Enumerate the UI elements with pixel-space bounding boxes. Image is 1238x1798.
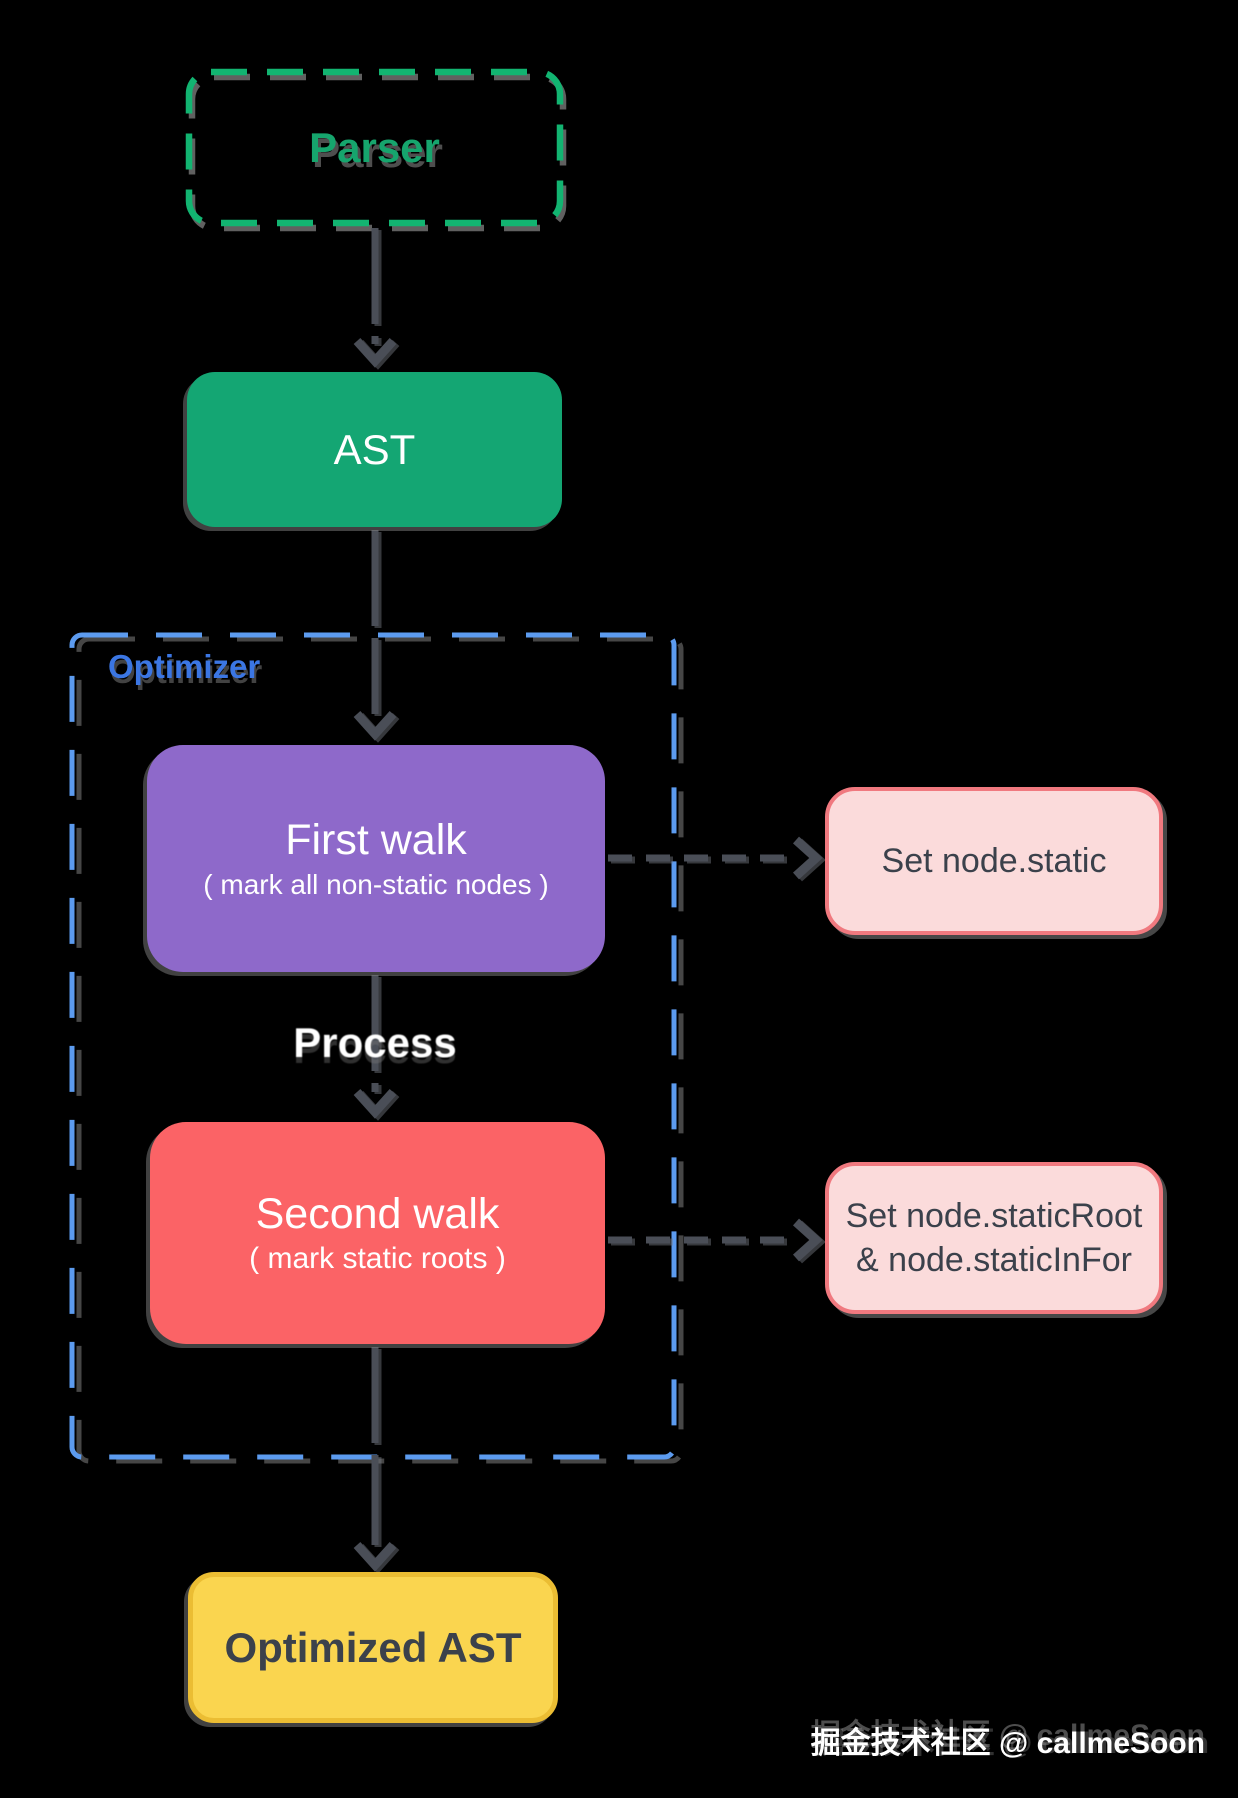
arrow-first-walk-to-set-static: [608, 836, 823, 880]
parser-node: Parser: [189, 72, 560, 223]
set-static-root-line2: & node.staticInFor: [856, 1241, 1132, 1279]
arrow-second-walk-to-optimized-ast: [353, 1347, 397, 1572]
ast-label: AST: [333, 425, 416, 473]
set-static-root-node: Set node.staticRoot & node.staticInFor: [825, 1162, 1163, 1314]
set-static-root-line1: Set node.staticRoot: [845, 1197, 1143, 1235]
arrow-parser-to-ast: [353, 228, 397, 368]
optimizer-container-label: Optimizer: [108, 648, 261, 685]
second-walk-subtitle: ( mark static roots ): [249, 1242, 506, 1275]
first-walk-title: First walk: [285, 815, 467, 864]
community-watermark: 掘金技术社区 @ callmeSoon: [810, 1727, 1205, 1760]
second-walk-node: Second walk ( mark static roots ): [150, 1122, 605, 1344]
process-label: Process: [293, 1019, 457, 1066]
arrow-ast-to-first-walk: [353, 530, 397, 741]
second-walk-title: Second walk: [255, 1190, 500, 1238]
optimized-ast-label: Optimized AST: [224, 1623, 522, 1671]
optimized-ast-node: Optimized AST: [188, 1572, 558, 1723]
first-walk-node: First walk ( mark all non-static nodes ): [147, 745, 605, 972]
arrow-second-walk-to-set-static-root: [608, 1218, 823, 1262]
ast-node: AST: [187, 372, 562, 527]
set-static-label: Set node.static: [881, 842, 1107, 880]
parser-label: Parser: [309, 123, 440, 171]
first-walk-subtitle: ( mark all non-static nodes ): [203, 868, 549, 900]
set-static-node: Set node.static: [825, 787, 1163, 935]
